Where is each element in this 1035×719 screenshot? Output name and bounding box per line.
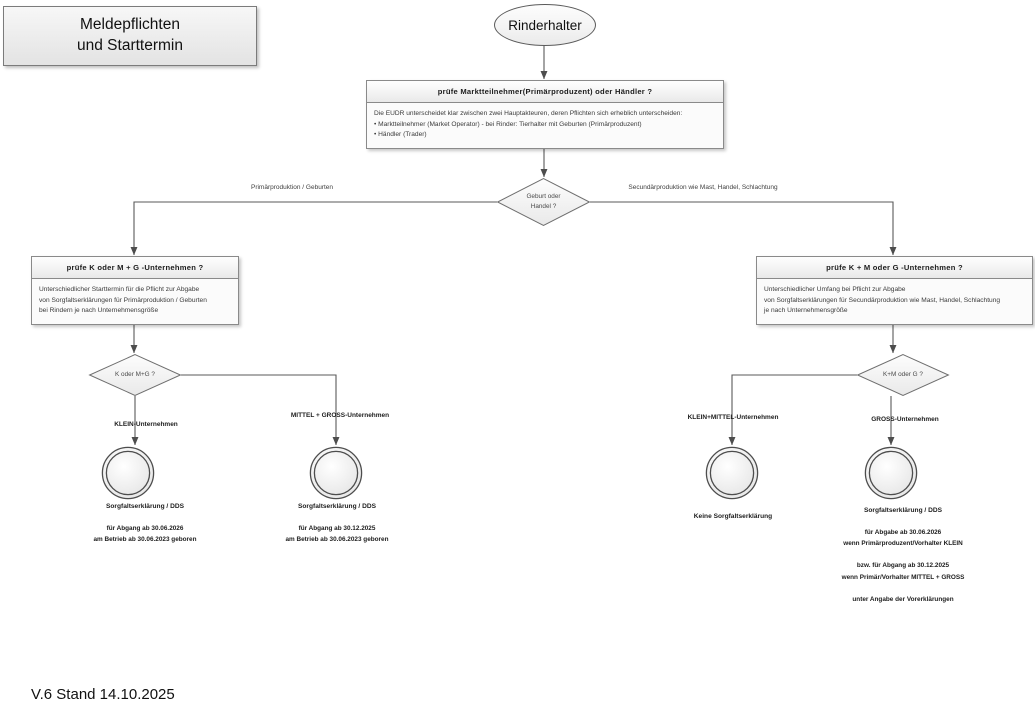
outcome-line: für Abgang ab 30.12.2025 [298,525,376,532]
branch-label-klein-mittel-unternehmen: KLEIN+MITTEL-Unternehmen [687,414,779,421]
double-circle-icon [864,446,918,500]
double-circle-icon [309,446,363,500]
outcome-block-4: Sorgfaltserklärung / DDS für Abgabe ab 3… [842,507,965,605]
process-header: prüfe Marktteilnehmer(Primärproduzent) o… [367,81,723,103]
branch-label-klein-unternehmen: KLEIN-Unternehmen [114,421,178,428]
outcome-block-2: Sorgfaltserklärung / DDS für Abgang ab 3… [285,503,388,545]
start-node-rinderhalter[interactable]: Rinderhalter [494,4,596,46]
outcome-line: wenn Primär/Vorhalter MITTEL + GROSS [841,573,965,581]
decision-geburt-oder-handel[interactable]: Geburt oder Handel ? [496,178,591,226]
process-body-line: Die EUDR unterscheidet klar zwischen zwe… [374,110,683,117]
branch-label-primaerproduktion: Primärproduktion / Geburten [250,184,334,191]
diamond-shape [496,178,591,226]
diamond-shape [88,354,182,396]
terminator-node-2[interactable] [309,446,363,500]
process-box-km-oder-g[interactable]: prüfe K + M oder G -Unternehmen ? Unters… [756,256,1033,326]
process-body-line: Unterschiedlicher Umfang bei Pflicht zur… [764,286,906,293]
process-header: prüfe K + M oder G -Unternehmen ? [757,257,1032,279]
process-body-line: Händler (Trader) [374,130,716,141]
footer-version: V.6 Stand 14.10.2025 [31,686,175,703]
process-body: Unterschiedlicher Starttermin für die Pf… [32,279,238,324]
outcome-block-3: Keine Sorgfaltserklärung [694,513,772,533]
decision-km-oder-g[interactable]: K+M oder G ? [856,354,950,396]
title-box: Meldepflichten und Starttermin [3,6,257,66]
outcome-title: Keine Sorgfaltserklärung [693,513,773,520]
branch-label-secundaerproduktion: Secundärproduktion wie Mast, Handel, Sch… [628,184,778,191]
outcome-line: am Betrieb ab 30.06.2023 geboren [93,536,197,544]
outcome-spacer [842,549,965,560]
process-body: Unterschiedlicher Umfang bei Pflicht zur… [757,279,1032,324]
process-body: Die EUDR unterscheidet klar zwischen zwe… [367,103,723,148]
outcome-line: bzw. für Abgang ab 30.12.2025 [856,562,950,570]
title-line-1: Meldepflichten [80,16,180,34]
process-body-line: Marktteilnehmer (Market Operator) - bei … [374,120,716,131]
process-box-marktteilnehmer[interactable]: prüfe Marktteilnehmer(Primärproduzent) o… [366,80,724,150]
double-circle-icon [705,446,759,500]
terminator-node-4[interactable] [864,446,918,500]
outcome-block-1: Sorgfaltserklärung / DDS für Abgang ab 3… [93,503,196,545]
branch-label-mittel-gross-unternehmen: MITTEL + GROSS-Unternehmen [290,412,390,419]
outcome-line: wenn Primärproduzent/Vorhalter KLEIN [843,540,963,548]
outcome-line: für Abgang ab 30.06.2026 [106,525,184,532]
outcome-title: Sorgfaltserklärung / DDS [105,503,185,510]
terminator-node-3[interactable] [705,446,759,500]
double-circle-icon [101,446,155,500]
diamond-shape [856,354,950,396]
process-body-line: von Sorgfaltserklärungen für Secundärpro… [764,296,1001,304]
process-body-line: von Sorgfaltserklärungen für Primärprodu… [39,296,207,304]
decision-k-oder-mg[interactable]: K oder M+G ? [88,354,182,396]
process-header: prüfe K oder M + G -Unternehmen ? [32,257,238,279]
process-box-k-oder-mg[interactable]: prüfe K oder M + G -Unternehmen ? Unters… [31,256,239,326]
process-body-line: je nach Unternehmensgröße [764,307,848,315]
outcome-spacer [842,583,965,594]
process-body-line: bei Rindern je nach Unternehmensgröße [39,307,159,315]
title-line-2: und Starttermin [77,37,183,54]
outcome-line: für Abgabe ab 30.06.2026 [864,529,942,536]
outcome-line: am Betrieb ab 30.06.2023 geboren [285,536,389,544]
start-node-label: Rinderhalter [508,17,582,33]
branch-label-gross-unternehmen: GROSS-Unternehmen [871,416,939,423]
outcome-title: Sorgfaltserklärung / DDS [297,503,377,510]
outcome-line: unter Angabe der Vorerklärungen [852,595,954,603]
outcome-title: Sorgfaltserklärung / DDS [863,507,943,514]
terminator-node-1[interactable] [101,446,155,500]
process-body-line: Unterschiedlicher Starttermin für die Pf… [39,286,200,293]
